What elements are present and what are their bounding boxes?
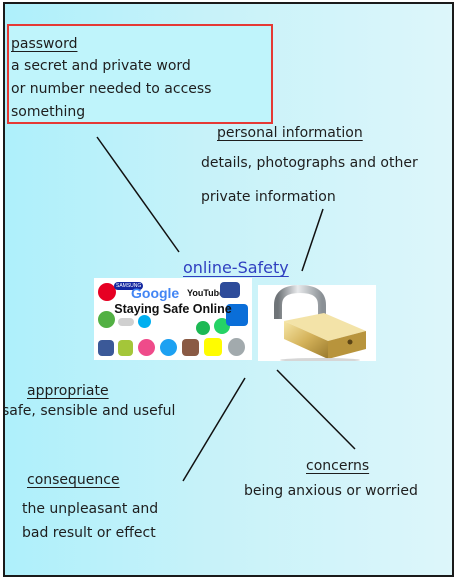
definition-personal-line-1: details, photographs and other xyxy=(201,155,418,171)
definition-password-line-1: a secret and private word xyxy=(11,58,191,74)
definition-personal-line-2: private information xyxy=(201,189,336,205)
youtube-icon: YouTube xyxy=(187,288,225,298)
skype-icon xyxy=(138,315,151,328)
instagram-icon xyxy=(182,339,199,356)
connector-lines xyxy=(96,136,356,482)
spotify-icon xyxy=(196,321,210,335)
password-highlight-box xyxy=(7,24,273,124)
pinterest-icon xyxy=(98,283,116,301)
itunes-icon xyxy=(138,339,155,356)
cover-icon xyxy=(220,282,240,298)
samsung-icon: SAMSUNG xyxy=(114,282,144,290)
term-consequence: consequence xyxy=(27,472,120,488)
term-personal-information: personal information xyxy=(217,125,363,141)
google-icon: Google xyxy=(131,285,180,301)
windows-icon xyxy=(226,304,248,326)
definition-password-line-3: something xyxy=(11,104,86,120)
term-concerns: concerns xyxy=(306,458,370,474)
connector-password xyxy=(96,136,180,253)
definition-appropriate: safe, sensible and useful xyxy=(3,403,176,419)
twitter-icon xyxy=(160,339,177,356)
playstation-icon xyxy=(118,318,134,326)
padlock-icon xyxy=(258,285,376,361)
connector-personal xyxy=(301,208,324,272)
apple-icon xyxy=(228,338,245,356)
definition-concerns: being anxious or worried xyxy=(244,483,418,499)
facebook-icon xyxy=(98,340,114,356)
android-icon xyxy=(118,340,133,356)
mindmap-canvas: password a secret and private word or nu… xyxy=(3,2,454,577)
term-appropriate: appropriate xyxy=(27,383,109,399)
xbox-icon xyxy=(98,311,115,328)
snapchat-icon xyxy=(204,338,222,356)
definition-password-line-2: or number needed to access xyxy=(11,81,212,97)
connector-concerns xyxy=(276,369,356,450)
definition-consequence-line-2: bad result or effect xyxy=(22,525,156,541)
definition-consequence-line-1: the unpleasant and xyxy=(22,501,159,517)
social-media-collage: SAMSUNG Google YouTube Staying Safe Onli… xyxy=(94,278,252,360)
mindmap-title: online-Safety xyxy=(183,258,289,277)
collage-caption: Staying Safe Online xyxy=(114,302,232,316)
connector-consequence xyxy=(182,377,246,482)
term-password: password xyxy=(11,36,78,52)
